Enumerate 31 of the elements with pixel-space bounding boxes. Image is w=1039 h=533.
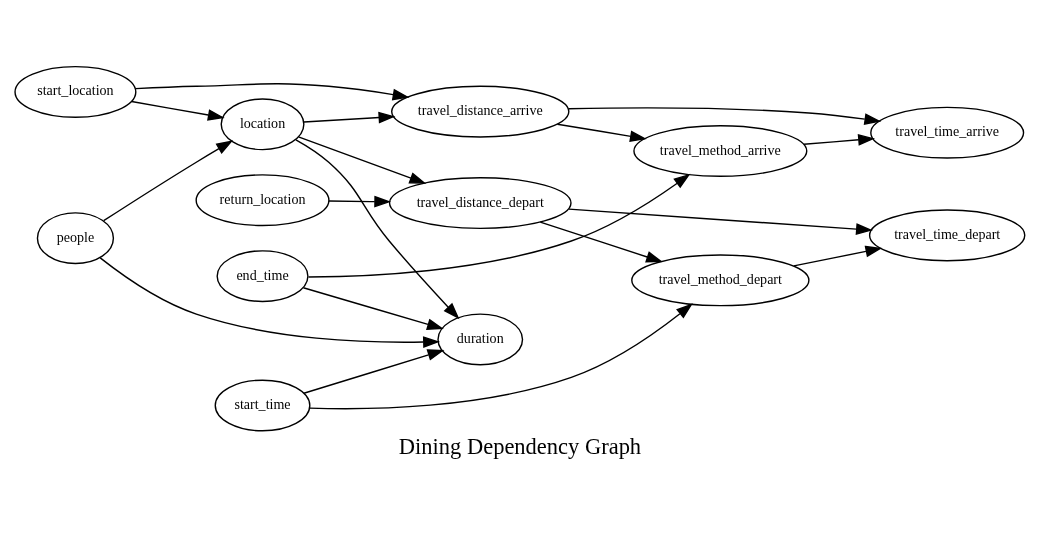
- arrow: [307, 173, 690, 278]
- node-ellipse: location: [220, 97, 305, 150]
- arrow: [792, 245, 882, 267]
- node-ellipse: return_location: [194, 173, 330, 226]
- diagram-title: Dining Dependency Graph: [398, 433, 641, 459]
- node-ellipse: people: [36, 211, 114, 264]
- node-ellipse: start_location: [13, 65, 136, 118]
- arrow: [302, 348, 444, 394]
- arrow: [130, 100, 225, 121]
- node-ellipse: start_time: [214, 379, 310, 432]
- arrow: [302, 286, 444, 330]
- node-ellipse: travel_method_arrive: [632, 124, 807, 177]
- arrow: [556, 123, 647, 142]
- node-ellipse: duration: [436, 312, 523, 365]
- node-ellipse: travel_method_depart: [630, 253, 810, 306]
- node-ellipse: travel_time_arrive: [869, 106, 1024, 159]
- arrow: [297, 135, 426, 184]
- arrow: [302, 111, 395, 123]
- arrow: [327, 195, 391, 208]
- arrow: [802, 133, 875, 146]
- arrow: [539, 220, 663, 262]
- arrow: [99, 256, 440, 348]
- arrow: [567, 207, 873, 235]
- node-ellipse: end_time: [216, 249, 309, 302]
- node-ellipse: travel_distance_depart: [388, 176, 572, 229]
- arrow: [567, 106, 881, 125]
- node-ellipse: travel_time_depart: [868, 208, 1025, 261]
- arrow: [134, 82, 409, 100]
- arrow: [294, 138, 459, 319]
- arrow: [308, 302, 693, 409]
- arrow: [102, 139, 233, 221]
